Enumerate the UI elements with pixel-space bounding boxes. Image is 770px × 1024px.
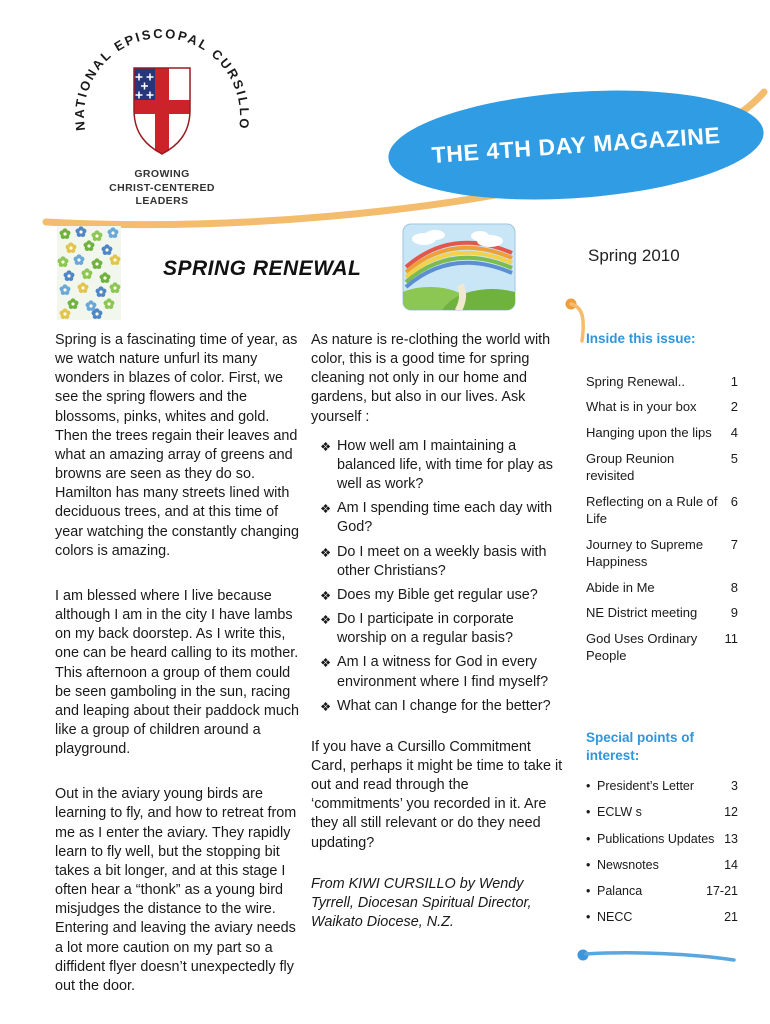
toc-list: Spring Renewal.. 1 What is in your box 2… xyxy=(586,374,738,666)
question-text: Do I participate in corporate worship on… xyxy=(337,611,514,647)
diamond-bullet-icon: ❖ xyxy=(320,613,332,628)
diamond-bullet-icon: ❖ xyxy=(320,699,332,714)
list-item: ❖ Am I spending time each day with God? xyxy=(311,499,564,537)
toc-item-label: Group Reunion revisited xyxy=(586,451,675,484)
question-text: How well am I maintaining a balanced lif… xyxy=(337,437,553,493)
toc-item-page: 6 xyxy=(730,494,738,509)
article-paragraph: If you have a Cursillo Commitment Card, … xyxy=(311,738,563,851)
dot-bullet-icon: • xyxy=(586,779,591,794)
article-title: SPRING RENEWAL xyxy=(163,257,362,280)
special-point-page: 12 xyxy=(724,805,738,820)
special-point-item: • Publications Updates 13 xyxy=(586,831,738,847)
question-text: Do I meet on a weekly basis with other C… xyxy=(337,543,547,579)
special-points-heading: Special points of interest: xyxy=(586,730,695,763)
toc-item-label: Journey to Supreme Happiness xyxy=(586,536,704,569)
diamond-bullet-icon: ❖ xyxy=(320,656,332,671)
special-point-page: 13 xyxy=(724,831,738,846)
article-column-middle: As nature is re-clothing the world with … xyxy=(311,331,564,932)
diamond-bullet-icon: ❖ xyxy=(320,439,332,454)
toc-item: What is in your box 2 xyxy=(586,399,738,416)
toc-item-page: 4 xyxy=(730,425,738,441)
toc-item: NE District meeting 9 xyxy=(586,605,738,622)
diamond-bullet-icon: ❖ xyxy=(320,588,332,603)
question-text: Am I a witness for God in every environm… xyxy=(337,654,549,690)
dot-bullet-icon: • xyxy=(586,857,591,872)
question-text: Am I spending time each day with God? xyxy=(337,500,553,536)
toc-item: Group Reunion revisited 5 xyxy=(586,451,738,485)
dot-bullet-icon: • xyxy=(586,884,591,899)
magazine-title: THE 4TH DAY MAGAZINE xyxy=(430,121,722,168)
diamond-bullet-icon: ❖ xyxy=(320,545,332,560)
article-attribution: From KIWI CURSILLO by Wendy Tyrrell, Dio… xyxy=(311,875,532,931)
list-item: ❖ Do I meet on a weekly basis with other… xyxy=(311,543,564,581)
diamond-bullet-icon: ❖ xyxy=(320,502,332,517)
special-point-item: • Newsnotes 14 xyxy=(586,857,738,873)
list-item: ❖ Do I participate in corporate worship … xyxy=(311,610,564,648)
toc-item: Spring Renewal.. 1 xyxy=(586,374,738,391)
inside-this-issue-heading: Inside this issue: xyxy=(586,331,696,346)
special-point-item: • Palanca 17-21 xyxy=(586,883,738,899)
question-list: ❖ How well am I maintaining a balanced l… xyxy=(311,437,564,716)
special-point-item: • ECLW s 12 xyxy=(586,804,738,820)
dot-bullet-icon: • xyxy=(586,831,591,846)
issue-date: Spring 2010 xyxy=(588,246,680,265)
sidebar-top-accent xyxy=(565,298,585,343)
toc-item-page: 8 xyxy=(730,579,738,595)
toc-item-label: Hanging upon the lips xyxy=(586,425,712,441)
article-paragraph: I am blessed where I live because althou… xyxy=(55,587,300,758)
article-column-left: Spring is a fascinating time of year, as… xyxy=(55,331,302,996)
toc-item: Journey to Supreme Happiness 7 xyxy=(586,537,738,571)
toc-item-label: Reflecting on a Rule of Life xyxy=(586,494,718,526)
special-point-label: President’s Letter xyxy=(597,779,695,794)
sidebar: Inside this issue: Spring Renewal.. 1 Wh… xyxy=(586,330,738,926)
logo-tagline: GROWING CHRIST-CENTERED LEADERS xyxy=(109,168,215,208)
special-point-label: Publications Updates xyxy=(597,831,715,846)
special-point-page: 3 xyxy=(731,779,738,794)
special-point-label: NECC xyxy=(597,910,633,925)
episcopal-shield-logo: NATIONAL EPISCOPAL CURSILLO xyxy=(72,26,250,155)
toc-item-label: What is in your box xyxy=(586,399,697,415)
special-point-page: 17-21 xyxy=(706,884,738,899)
special-point-label: Palanca xyxy=(597,884,643,899)
toc-item: Hanging upon the lips 4 xyxy=(586,425,738,442)
special-point-label: ECLW s xyxy=(597,805,642,820)
toc-item: Abide in Me 8 xyxy=(586,580,738,597)
special-point-page: 21 xyxy=(724,910,738,925)
toc-item-page: 5 xyxy=(730,451,738,467)
list-item: ❖ Does my Bible get regular use? xyxy=(311,586,564,605)
flower-clipart-image xyxy=(57,226,121,320)
special-points-list: • President’s Letter 3 • ECLW s 12 • Pub… xyxy=(586,778,738,926)
episcopal-shield xyxy=(133,67,191,155)
article-paragraph: As nature is re-clothing the world with … xyxy=(311,332,551,425)
special-point-item: • President’s Letter 3 xyxy=(586,778,738,794)
special-point-page: 14 xyxy=(724,857,738,872)
episcopal-cursillo-logo: NATIONAL EPISCOPAL CURSILLO xyxy=(62,26,262,209)
toc-item-page: 9 xyxy=(730,605,738,621)
toc-item: Reflecting on a Rule of Life 6 xyxy=(586,494,738,528)
rainbow-clipart-image xyxy=(402,223,516,311)
sidebar-bottom-accent xyxy=(577,949,736,962)
list-item: ❖ How well am I maintaining a balanced l… xyxy=(311,437,564,494)
list-item: ❖ What can I change for the better? xyxy=(311,697,564,716)
toc-item-label: NE District meeting xyxy=(586,605,698,621)
list-item: ❖ Am I a witness for God in every enviro… xyxy=(311,653,564,691)
toc-item-page: 1 xyxy=(730,373,738,389)
toc-item-page: 2 xyxy=(730,399,738,415)
toc-item-label: God Uses Ordinary People xyxy=(586,631,698,664)
dot-bullet-icon: • xyxy=(586,910,591,925)
article-paragraph: Spring is a fascinating time of year, as… xyxy=(55,332,299,559)
toc-item: God Uses Ordinary People 11 xyxy=(586,631,738,665)
article-paragraph: Out in the aviary young birds are learni… xyxy=(55,786,297,994)
dot-bullet-icon: • xyxy=(586,805,591,820)
question-text: Does my Bible get regular use? xyxy=(337,586,538,603)
toc-item-page: 11 xyxy=(724,631,739,647)
canton-crosslets xyxy=(135,73,154,99)
toc-item-label: Spring Renewal.. xyxy=(586,373,685,389)
toc-item-page: 7 xyxy=(730,536,738,552)
special-point-item: • NECC 21 xyxy=(586,909,738,925)
toc-item-label: Abide in Me xyxy=(586,579,655,595)
question-text: What can I change for the better? xyxy=(337,697,551,714)
special-point-label: Newsnotes xyxy=(597,857,659,872)
